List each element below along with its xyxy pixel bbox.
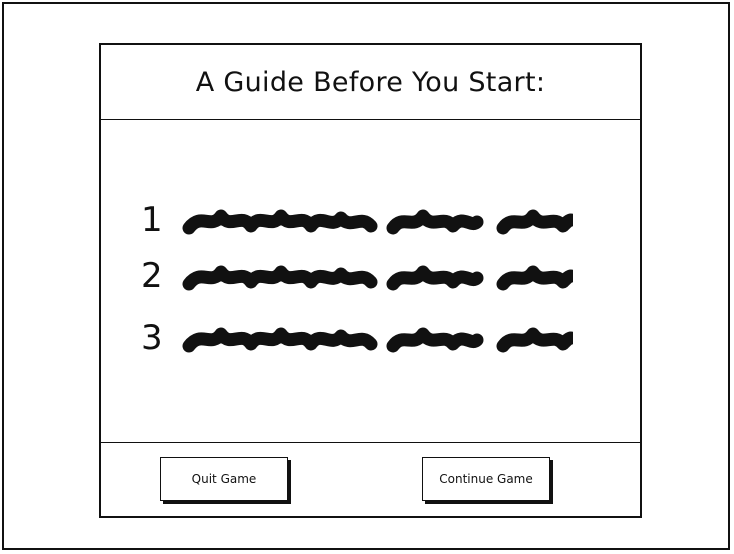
quit-game-button[interactable]: Quit Game bbox=[160, 457, 288, 501]
placeholder-text-scribble bbox=[182, 265, 573, 291]
guide-dialog: A Guide Before You Start: 1 2 bbox=[99, 43, 642, 518]
continue-game-button-label: Continue Game bbox=[439, 472, 533, 486]
dialog-header: A Guide Before You Start: bbox=[101, 45, 640, 120]
guide-item: 1 bbox=[141, 195, 573, 245]
guide-item-number: 1 bbox=[141, 200, 163, 240]
continue-game-button[interactable]: Continue Game bbox=[422, 457, 550, 501]
quit-game-button-label: Quit Game bbox=[191, 472, 257, 486]
guide-item: 2 bbox=[141, 251, 573, 301]
dialog-footer: Quit Game Continue Game bbox=[101, 442, 640, 516]
guide-item: 3 bbox=[141, 313, 573, 363]
placeholder-text-scribble bbox=[182, 327, 573, 353]
guide-list: 1 2 bbox=[101, 120, 640, 442]
placeholder-text-scribble bbox=[182, 209, 573, 235]
dialog-title: A Guide Before You Start: bbox=[195, 66, 546, 98]
guide-item-number: 3 bbox=[141, 318, 163, 358]
guide-item-number: 2 bbox=[141, 256, 163, 296]
